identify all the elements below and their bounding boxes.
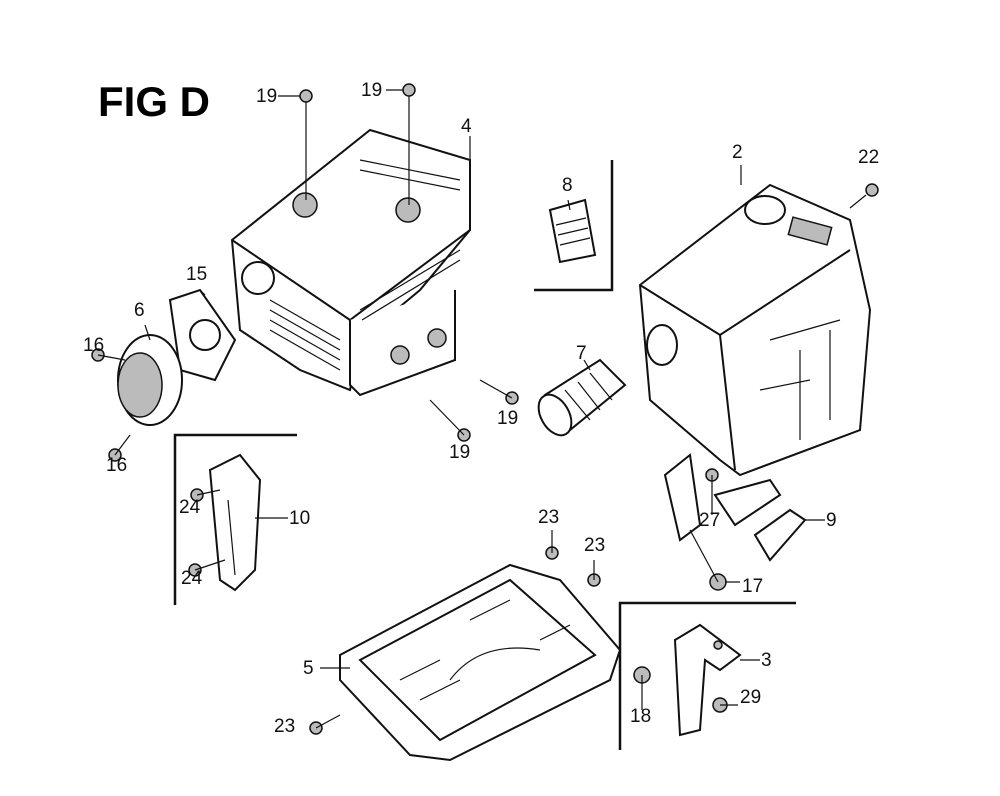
part-7-spark-arrester-screen bbox=[537, 358, 627, 437]
callout-5: 5 bbox=[303, 658, 314, 679]
callout-24: 24 bbox=[179, 497, 201, 518]
callout-29: 29 bbox=[740, 687, 762, 708]
inset-frame-3 bbox=[618, 601, 796, 750]
part-8-spark-arrester-cap bbox=[548, 198, 597, 264]
callout-16: 16 bbox=[83, 335, 105, 356]
part-6-cap bbox=[117, 334, 183, 426]
callout-10: 10 bbox=[289, 508, 311, 529]
callout-19: 19 bbox=[361, 80, 383, 101]
callout-19: 19 bbox=[449, 442, 471, 463]
callout-8: 8 bbox=[562, 175, 573, 196]
inset-frame-8 bbox=[534, 160, 614, 292]
callout-22: 22 bbox=[858, 147, 880, 168]
callout-23: 23 bbox=[584, 535, 606, 556]
callout-17: 17 bbox=[742, 576, 764, 597]
callout-23: 23 bbox=[274, 716, 296, 737]
callout-16: 16 bbox=[106, 455, 128, 476]
callout-6: 6 bbox=[134, 300, 145, 321]
callout-4: 4 bbox=[461, 116, 472, 137]
callout-9: 9 bbox=[826, 510, 837, 531]
part-4-muffler-cover bbox=[230, 128, 471, 397]
callout-3: 3 bbox=[761, 650, 772, 671]
callout-2: 2 bbox=[732, 142, 743, 163]
callout-19: 19 bbox=[497, 408, 519, 429]
figure-title: FIG D bbox=[98, 78, 210, 125]
part-10-heat-shield bbox=[208, 453, 262, 592]
muffler-bracket bbox=[663, 453, 782, 542]
callout-15: 15 bbox=[186, 264, 208, 285]
callout-27: 27 bbox=[699, 510, 721, 531]
part-3-bracket bbox=[673, 623, 742, 737]
callout-18: 18 bbox=[630, 706, 652, 727]
callout-24: 24 bbox=[181, 568, 203, 589]
callout-7: 7 bbox=[576, 343, 587, 364]
part-2-muffler bbox=[638, 183, 872, 477]
leader-lines bbox=[97, 89, 867, 729]
callout-23: 23 bbox=[538, 507, 560, 528]
inset-frame-10 bbox=[173, 433, 297, 605]
part-9-gasket bbox=[753, 508, 807, 562]
part-5-base-cover bbox=[339, 563, 622, 762]
callout-19: 19 bbox=[256, 86, 278, 107]
